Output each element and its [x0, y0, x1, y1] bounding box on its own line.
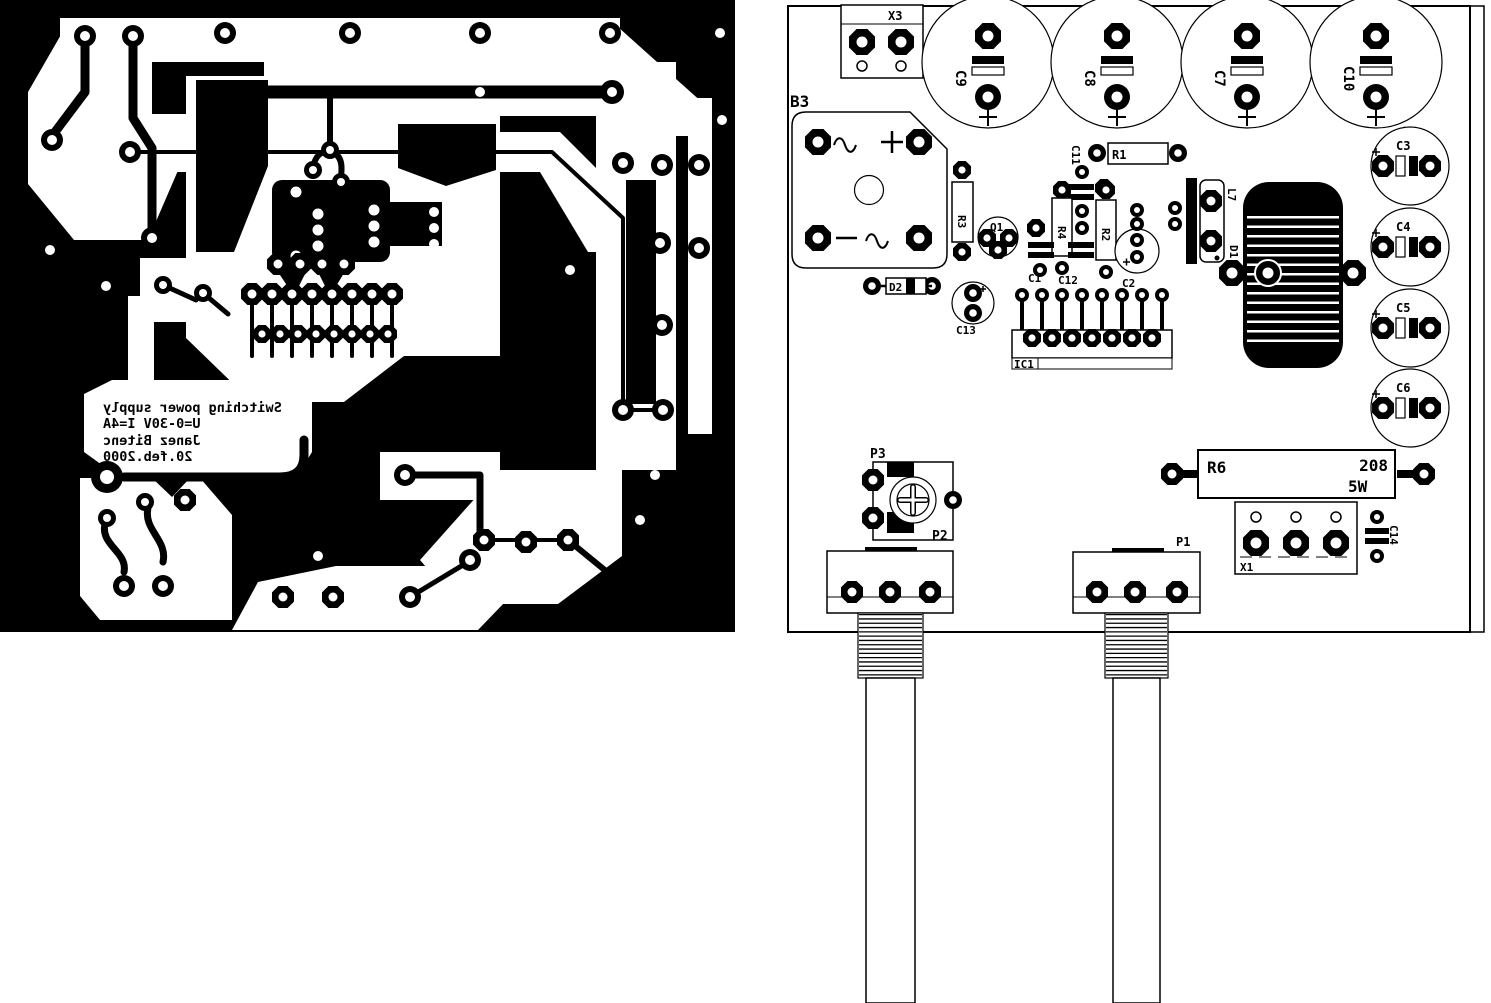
resistor-r1: R1	[1088, 142, 1187, 165]
resistor-r3: R3	[951, 161, 974, 261]
resistor-r2: R2	[1095, 181, 1117, 279]
ac-symbol	[833, 137, 857, 153]
label-c10: C10	[1340, 66, 1356, 91]
label-c3: C3	[1396, 139, 1410, 153]
capacitor-c8: C8	[1050, 0, 1184, 129]
label-r2: R2	[1099, 228, 1112, 241]
bridge-rectifier-b3: B3	[790, 92, 948, 269]
label-c2: C2	[1122, 277, 1135, 290]
component-layout-board: X3 C9 C8	[787, 0, 1485, 1003]
connector-x3: X3	[840, 4, 924, 79]
label-q1: Q1	[990, 221, 1004, 234]
label-d1: D1	[1227, 245, 1240, 259]
transistor-q1: Q1	[977, 216, 1019, 259]
capacitor-c3: C3	[1370, 126, 1450, 206]
connector-x1: X1	[1234, 501, 1358, 575]
shaft	[865, 677, 916, 1003]
capacitor-c1: C1	[1027, 219, 1054, 285]
label-p2: P2	[932, 529, 948, 544]
label-x1: X1	[1240, 561, 1254, 574]
inductor-l7: L7 D1	[1186, 178, 1240, 264]
resistor-r6: R6 208 5W	[1161, 449, 1435, 499]
label-r6-value: 208	[1359, 456, 1388, 475]
capacitor-c13: C13	[951, 281, 995, 337]
label-c7: C7	[1211, 70, 1227, 87]
capacitor-c9: C9	[921, 0, 1055, 129]
shaft	[1112, 677, 1161, 1003]
heatsink	[1219, 182, 1366, 368]
label-r1: R1	[1112, 148, 1126, 162]
label-c11: C11	[1069, 145, 1082, 165]
capacitor-c5: C5	[1370, 288, 1450, 368]
title-line-2: U=0-30V I=4A	[103, 416, 201, 432]
title-line-1: Switching power supply	[103, 400, 282, 416]
label-c13: C13	[956, 324, 976, 337]
label-ic1: IC1	[1014, 358, 1034, 371]
capacitor-c10: C10	[1309, 0, 1443, 129]
copper-layer-pcb: Switching power supply U=0-30V I=4A Jane…	[0, 0, 735, 632]
label-r6-power: 5W	[1348, 477, 1368, 496]
capacitor-c12: C12	[1058, 242, 1094, 287]
plus-symbol	[881, 131, 903, 153]
label-b3: B3	[790, 92, 809, 111]
label-p1: P1	[1176, 535, 1190, 549]
label-r4: R4	[1055, 226, 1068, 240]
label-c4: C4	[1396, 220, 1410, 234]
title-line-4: 20.feb.2000	[103, 449, 192, 465]
through-hole-pads	[41, 22, 710, 608]
label-c12: C12	[1058, 274, 1078, 287]
diode-d2: D2	[863, 277, 941, 295]
notch	[152, 478, 190, 497]
label-c5: C5	[1396, 301, 1410, 315]
capacitor-c11: C11	[1068, 145, 1113, 235]
label-l7: L7	[1225, 188, 1238, 201]
capacitor-c2: C2	[1114, 201, 1182, 290]
label-r6: R6	[1207, 458, 1226, 477]
board-edge-line	[1470, 5, 1485, 633]
title-line-3: Janez Bitenc	[103, 433, 201, 449]
label-r3: R3	[955, 215, 968, 228]
label-p3: P3	[870, 447, 886, 462]
resistor-r4: R4	[1051, 181, 1073, 275]
label-c1: C1	[1028, 272, 1042, 285]
label-c14: C14	[1387, 525, 1400, 545]
capacitor-c7: C7	[1180, 0, 1314, 129]
label-x3: X3	[888, 9, 902, 23]
trimmer-p3: P3 P2	[862, 447, 962, 544]
label-c9: C9	[952, 70, 968, 87]
capacitor-c14: C14	[1365, 510, 1400, 563]
ic1-module: IC1	[1011, 288, 1173, 371]
mounting-hole	[853, 174, 885, 206]
title-block: Switching power supply U=0-30V I=4A Jane…	[103, 400, 282, 465]
ac-symbol	[865, 233, 889, 249]
potentiometer-p2	[826, 547, 954, 1003]
capacitor-c4: C4	[1370, 207, 1450, 287]
capacitor-c6: C6	[1370, 368, 1450, 448]
label-d2: D2	[889, 281, 902, 294]
potentiometer-p1: P1	[1072, 535, 1201, 1003]
copper-islands	[196, 80, 656, 404]
pour-holes	[45, 28, 727, 561]
label-c6: C6	[1396, 381, 1410, 395]
label-c8: C8	[1081, 70, 1097, 87]
